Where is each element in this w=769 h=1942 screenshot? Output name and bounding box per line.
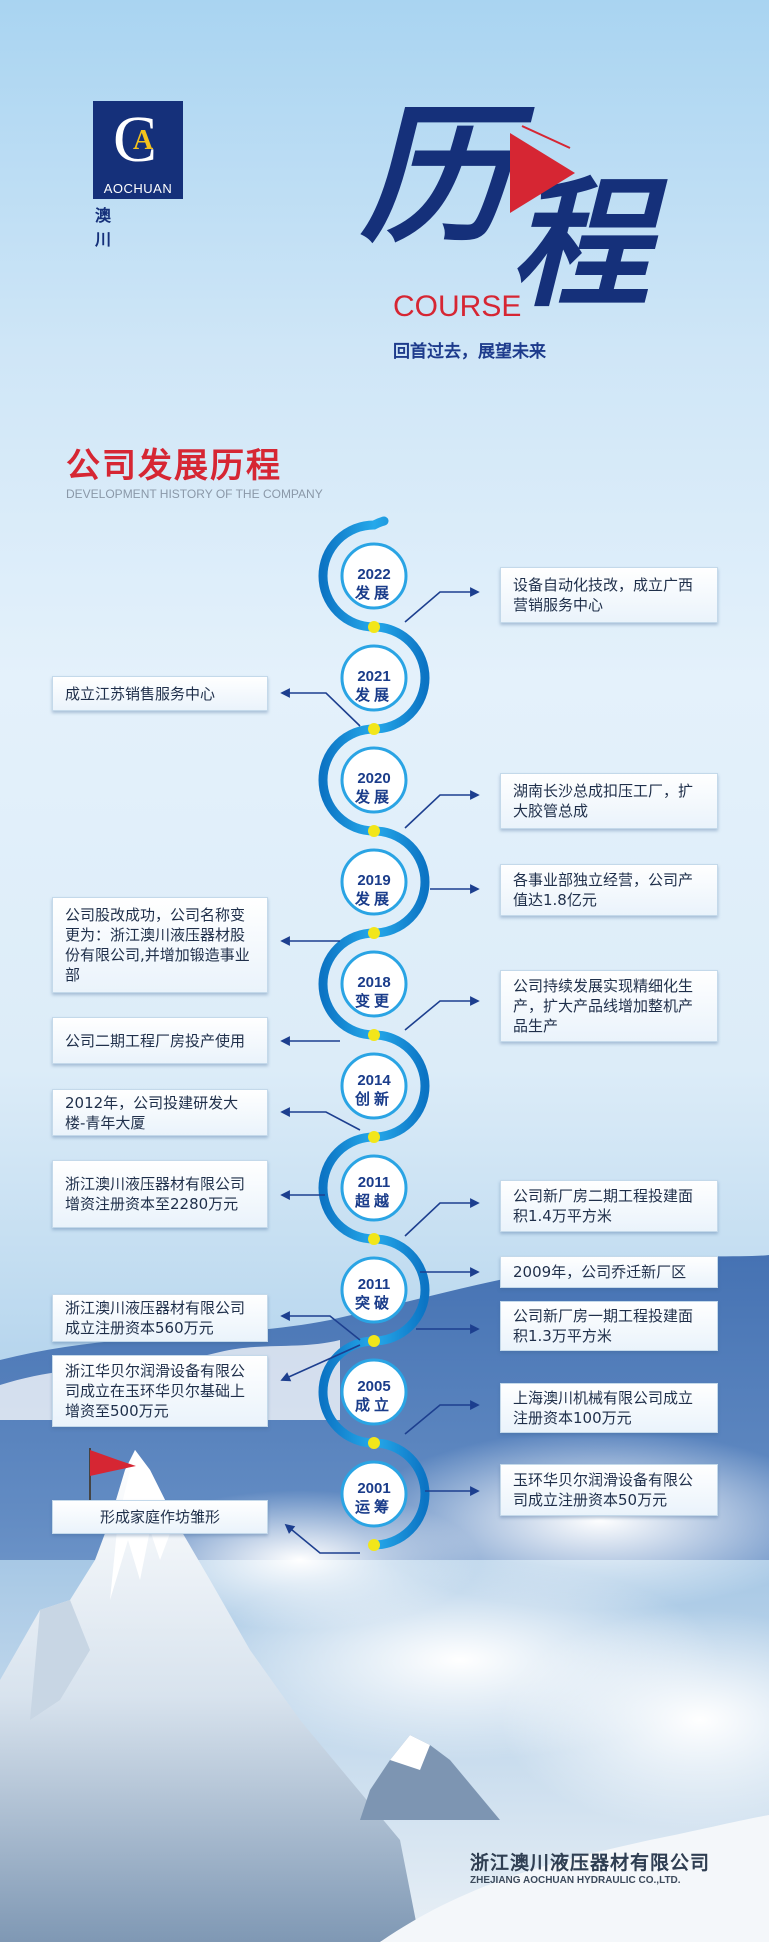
arrow-icon [470, 1198, 480, 1208]
connector-line [282, 1111, 361, 1131]
course-title: 历 程 [360, 88, 668, 308]
logo-chinese: 澳川 [95, 206, 150, 249]
company-name: 浙江澳川液压器材有限公司 [470, 1852, 711, 1874]
connector-line [404, 591, 478, 623]
timeline-dot [368, 621, 380, 633]
event-box: 形成家庭作坊雏形 [52, 1500, 268, 1534]
timeline-dot [368, 1437, 380, 1449]
arrow-icon [284, 1523, 296, 1534]
timeline-ribbon [318, 516, 430, 1550]
event-box: 设备自动化技改，成立广西营销服务中心 [500, 567, 718, 623]
arrow-icon [280, 1311, 290, 1321]
logo-letter-c: C [113, 105, 157, 173]
company-name-en: ZHEJIANG AOCHUAN HYDRAULIC CO.,LTD. [470, 1875, 681, 1886]
arrow-icon [470, 1324, 480, 1334]
section-title: 公司发展历程 [66, 446, 282, 486]
event-box: 2009年，公司乔迁新厂区 [500, 1256, 718, 1288]
event-box: 公司持续发展实现精细化生产，扩大产品线增加整机产品生产 [500, 970, 718, 1042]
milestone-circle [340, 1358, 408, 1426]
logo-brand: AOCHUAN [103, 181, 173, 196]
milestone-circle [340, 644, 408, 712]
company-logo: C A AOCHUAN [93, 101, 183, 199]
slogan: 回首过去，展望未来 [393, 342, 546, 362]
connector-line [285, 1524, 360, 1554]
timeline-dot [368, 1233, 380, 1245]
event-box: 公司新厂房一期工程投建面积1.3万平方米 [500, 1301, 718, 1351]
connector-line [282, 1315, 361, 1341]
event-box: 公司新厂房二期工程投建面积1.4万平方米 [500, 1180, 718, 1232]
arrow-icon [470, 1267, 480, 1277]
connector-line [404, 1202, 478, 1237]
connector-line [282, 692, 361, 727]
milestone-circle [340, 542, 408, 610]
arrow-icon [470, 996, 480, 1006]
arrow-icon [280, 1107, 290, 1117]
logo-mark-icon: C A [113, 105, 157, 173]
event-box: 公司二期工程厂房投产使用 [52, 1017, 268, 1064]
milestone-circle [340, 1052, 408, 1120]
arrow-icon [470, 884, 480, 894]
arrow-icon [280, 688, 290, 698]
event-box: 玉环华贝尔润滑设备有限公司成立注册资本50万元 [500, 1464, 718, 1516]
event-box: 湖南长沙总成扣压工厂，扩大胶管总成 [500, 773, 718, 829]
milestone-circle [340, 848, 408, 916]
event-box: 浙江华贝尔润滑设备有限公司成立在玉环华贝尔基础上增资至500万元 [52, 1355, 268, 1427]
connector-line [404, 1404, 478, 1435]
event-box: 各事业部独立经营，公司产值达1.8亿元 [500, 864, 718, 916]
timeline-dot [368, 1335, 380, 1347]
course-label: COURSE [393, 290, 522, 323]
event-box: 浙江澳川液压器材有限公司增资注册资本至2280万元 [52, 1160, 268, 1228]
event-box: 2012年，公司投建研发大楼-青年大厦 [52, 1089, 268, 1136]
event-box: 成立江苏销售服务中心 [52, 676, 268, 711]
arrow-icon [470, 1400, 480, 1410]
timeline-dot [368, 1029, 380, 1041]
milestone-circle [340, 1154, 408, 1222]
arrow-icon [280, 1372, 292, 1382]
play-triangle-icon [510, 133, 575, 213]
timeline-dot [368, 723, 380, 735]
event-box: 公司股改成功，公司名称变更为：浙江澳川液压器材股份有限公司,并增加锻造事业部 [52, 897, 268, 993]
timeline-dot [368, 927, 380, 939]
milestone-circle [340, 746, 408, 814]
logo-letter-a: A [133, 125, 154, 156]
connector-line [404, 794, 478, 829]
arrow-icon [470, 790, 480, 800]
arrow-icon [470, 587, 480, 597]
event-box: 上海澳川机械有限公司成立注册资本100万元 [500, 1383, 718, 1433]
arrow-icon [280, 1036, 290, 1046]
timeline-dot [368, 825, 380, 837]
connector-line [404, 1000, 478, 1031]
milestone-circle [340, 950, 408, 1018]
timeline-dot [368, 1131, 380, 1143]
arrow-icon [470, 1486, 480, 1496]
arrow-icon [280, 936, 290, 946]
event-box: 浙江澳川液压器材有限公司成立注册资本560万元 [52, 1294, 268, 1342]
arrow-icon [280, 1190, 290, 1200]
title-char-1: 历 [360, 88, 535, 264]
milestone-circle [340, 1256, 408, 1324]
milestone-circle [340, 1460, 408, 1528]
timeline-dot [368, 1539, 380, 1551]
connector-line [281, 1344, 361, 1381]
section-subtitle: DEVELOPMENT HISTORY OF THE COMPANY [66, 487, 323, 501]
